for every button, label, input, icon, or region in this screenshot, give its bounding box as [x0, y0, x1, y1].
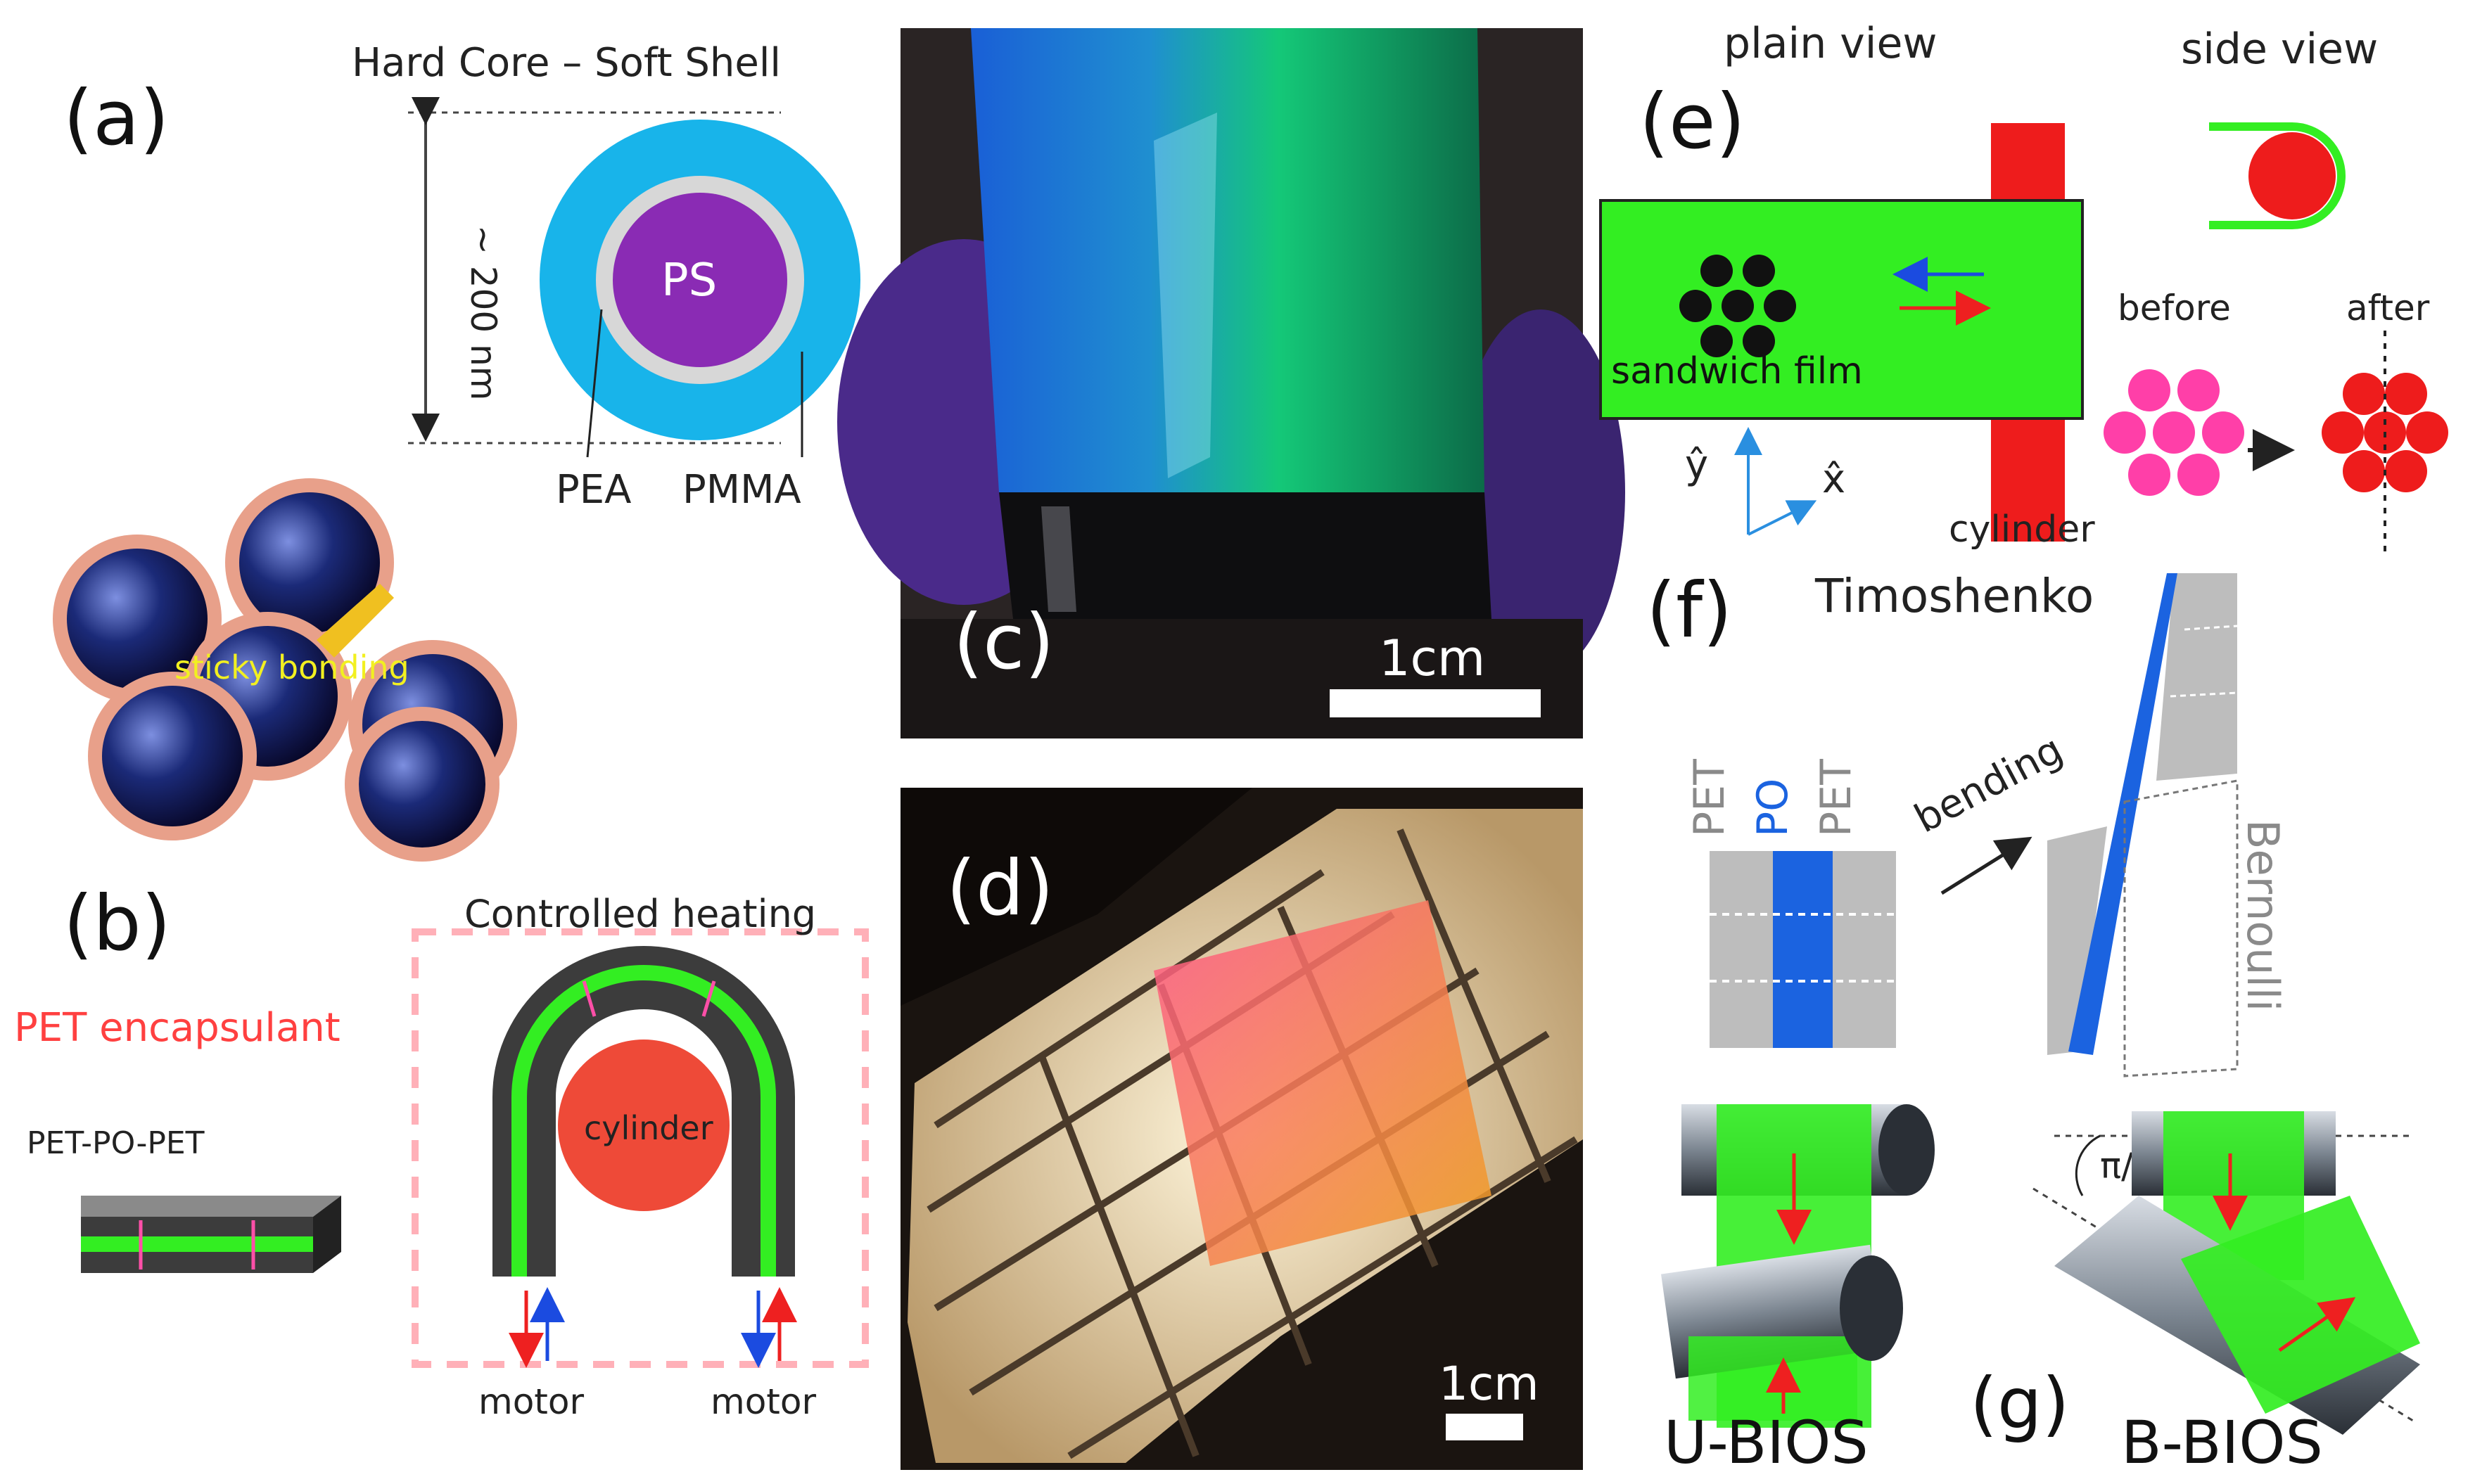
motor-label-right: motor — [711, 1381, 816, 1422]
beam-dash — [2170, 691, 2238, 698]
scale-bar-c — [1330, 689, 1541, 717]
panel-d: (d) 1cm — [901, 788, 1583, 1470]
u-mark — [701, 980, 716, 1017]
b-bios-label: B-BIOS — [2121, 1408, 2323, 1477]
u-cyl-end — [1878, 1104, 1935, 1196]
pet-encapsulant-label: PET encapsulant — [14, 1005, 341, 1051]
layer-pet-left: PET — [1685, 759, 1734, 837]
bonding-highlight — [317, 584, 394, 658]
particle — [239, 492, 380, 633]
particle — [67, 549, 208, 689]
pet-left — [1710, 851, 1773, 1048]
cylinder-label: cylinder — [584, 1109, 713, 1147]
beam-pet-bottom — [2047, 826, 2107, 1055]
core-label: PS — [661, 255, 717, 307]
black-tube — [999, 492, 1491, 619]
panel-label-e: (e) — [1639, 78, 1745, 166]
heated-cylinder — [558, 1040, 730, 1211]
panel-g: U-BIOS π/6 (g) B-BIOS — [1661, 1104, 2420, 1477]
tube-base — [901, 619, 1583, 738]
panel-e: plain view side view (e) sandwich film c… — [1599, 19, 2448, 556]
dark-fold — [901, 788, 1252, 1006]
stack-label: PET-PO-PET — [27, 1125, 205, 1161]
u-cyl-end2 — [1840, 1255, 1903, 1361]
axis-x-label: x̂ — [1822, 456, 1845, 502]
heating-box — [412, 928, 869, 1368]
panel-label-b: (b) — [63, 880, 171, 968]
glove — [1456, 309, 1625, 675]
axis-y-label: ŷ — [1685, 442, 1708, 488]
panel-c: (c) 1cm — [837, 28, 1625, 738]
heating-label: Controlled heating — [464, 892, 816, 936]
u-laminate-green — [511, 965, 776, 1277]
bending-label: bending — [1907, 727, 2070, 842]
laminate-top — [81, 1196, 341, 1217]
before-label: before — [2118, 288, 2231, 328]
hex-dots — [1679, 255, 1796, 357]
scale-label-d: 1cm — [1439, 1357, 1539, 1411]
core-ps — [613, 193, 787, 367]
pet-right — [1833, 851, 1896, 1048]
core-shell-title: Hard Core – Soft Shell — [352, 40, 781, 86]
beam-dash — [2184, 625, 2238, 631]
panel-label-d: (d) — [946, 845, 1054, 933]
cylinder-label-e: cylinder — [1949, 508, 2095, 551]
motor-label-left: motor — [478, 1381, 584, 1422]
film-label: sandwich film — [1611, 350, 1863, 392]
laminate-side — [313, 1196, 341, 1273]
diameter-label: ~ 200 nm — [463, 225, 504, 401]
sandwich-film — [1599, 199, 2084, 420]
before-dots — [2104, 369, 2244, 496]
axis-x-arrow — [1748, 500, 1817, 536]
bending-arrow — [1940, 836, 2032, 895]
particle — [359, 721, 485, 847]
angle-arc — [2075, 1134, 2101, 1196]
side-cylinder — [2248, 132, 2336, 219]
side-view-label: side view — [2181, 25, 2378, 74]
pmma-label: PMMA — [682, 467, 801, 513]
sticky-bonding-label: sticky bonding — [174, 648, 409, 686]
after-dots — [2322, 373, 2448, 492]
po-layer — [1773, 851, 1833, 1048]
panel-label-a: (a) — [63, 75, 169, 162]
film-highlight — [1154, 113, 1217, 478]
film-sheet — [971, 28, 1484, 492]
u-laminate-outer — [492, 946, 795, 1277]
layer-pet-right: PET — [1812, 759, 1861, 837]
scale-label-c: 1cm — [1379, 629, 1485, 687]
layer-po: PO — [1748, 779, 1798, 837]
side-film — [2209, 122, 2346, 229]
panel-b: (b) PET encapsulant PET-PO-PET Controlle… — [14, 880, 869, 1422]
scale-bar-d — [1446, 1414, 1523, 1440]
pea-label: PEA — [556, 467, 631, 513]
beam-po — [2068, 573, 2177, 1055]
laminate-green — [81, 1236, 313, 1252]
u-mark — [582, 980, 597, 1017]
panel-label-f: (f) — [1646, 567, 1732, 655]
b-film-bottom — [2181, 1196, 2420, 1414]
particle-cluster — [53, 478, 517, 862]
bernoulli-outline — [2123, 779, 2239, 1077]
panel-f: (f) Timoshenko PET PO PET bending Bernou… — [1646, 567, 2289, 1077]
tube-shine — [1041, 506, 1076, 612]
b-arrow — [2278, 1297, 2356, 1352]
iridescent-film — [1154, 900, 1491, 1266]
panel-a: (a) Hard Core – Soft Shell ~ 200 nm PS P… — [53, 40, 860, 862]
pea-pointer — [586, 309, 603, 458]
timoshenko-label: Timoshenko — [1814, 569, 2094, 623]
panel-label-g: (g) — [1970, 1362, 2070, 1445]
panel-label-c: (c) — [953, 599, 1055, 686]
particle — [102, 686, 243, 826]
plain-view-label: plain view — [1724, 19, 1937, 68]
after-label: after — [2346, 288, 2430, 328]
bernoulli-label: Bernoulli — [2237, 819, 2289, 1011]
u-bios-label: U-BIOS — [1664, 1408, 1869, 1477]
beam-pet-top — [2156, 573, 2237, 781]
